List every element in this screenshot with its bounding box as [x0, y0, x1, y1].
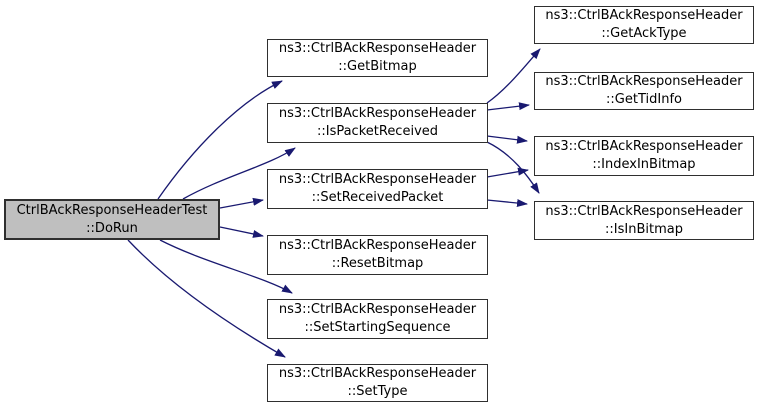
node-getbitmap-line1: ns3::CtrlBAckResponseHeader: [278, 41, 477, 56]
node-settype[interactable]: ns3::CtrlBAckResponseHeader ::SetType: [267, 364, 488, 402]
edge-dorun-ispacketreceived: [182, 147, 296, 200]
edge-dorun-setreceivedpacket: [219, 197, 264, 209]
node-ispacketreceived-line1: ns3::CtrlBAckResponseHeader: [278, 106, 477, 121]
node-settype-line2: ::SetType: [347, 384, 408, 399]
edge-ispacketreceived-indexinbitmap: [486, 135, 528, 144]
node-setstartingsequence[interactable]: ns3::CtrlBAckResponseHeader ::SetStartin…: [267, 299, 488, 339]
edge-ispacketreceived-isinbitmap: [486, 141, 540, 194]
edge-ispacketreceived-gettidinfo: [486, 102, 530, 111]
edge-dorun-settype: [127, 239, 286, 358]
node-getacktype[interactable]: ns3::CtrlBAckResponseHeader ::GetAckType: [534, 6, 754, 44]
node-indexinbitmap-line1: ns3::CtrlBAckResponseHeader: [545, 139, 743, 154]
node-getacktype-line1: ns3::CtrlBAckResponseHeader: [545, 8, 743, 23]
node-isinbitmap-line1: ns3::CtrlBAckResponseHeader: [545, 203, 743, 219]
node-setreceivedpacket-line2: ::SetReceivedPacket: [311, 190, 444, 205]
node-setstartingsequence-line1: ns3::CtrlBAckResponseHeader: [278, 302, 477, 317]
node-indexinbitmap[interactable]: ns3::CtrlBAckResponseHeader ::IndexInBit…: [534, 136, 754, 176]
node-gettidinfo-line1: ns3::CtrlBAckResponseHeader: [545, 74, 743, 89]
node-resetbitmap[interactable]: ns3::CtrlBAckResponseHeader ::ResetBitma…: [267, 235, 488, 275]
edge-setreceivedpacket-indexinbitmap: [486, 167, 529, 178]
node-setreceivedpacket[interactable]: ns3::CtrlBAckResponseHeader ::SetReceive…: [267, 169, 488, 209]
node-isinbitmap[interactable]: ns3::CtrlBAckResponseHeader ::IsInBitmap: [534, 201, 754, 240]
node-resetbitmap-line2: ::ResetBitmap: [331, 256, 424, 271]
node-setreceivedpacket-line1: ns3::CtrlBAckResponseHeader: [278, 172, 477, 187]
node-gettidinfo-line2: ::GetTidInfo: [606, 92, 682, 107]
edge-setreceivedpacket-isinbitmap: [486, 199, 528, 207]
node-dorun-line1: CtrlBAckResponseHeaderTest: [16, 202, 208, 218]
node-resetbitmap-line1: ns3::CtrlBAckResponseHeader: [278, 238, 477, 253]
edge-ispacketreceived-getacktype: [486, 48, 541, 104]
node-getbitmap[interactable]: ns3::CtrlBAckResponseHeader ::GetBitmap: [267, 39, 488, 77]
node-setstartingsequence-line2: ::SetStartingSequence: [304, 320, 451, 335]
node-dorun: CtrlBAckResponseHeaderTest ::DoRun: [4, 199, 220, 240]
edge-dorun-setstartingsequence: [159, 239, 293, 294]
node-indexinbitmap-line2: ::IndexInBitmap: [592, 157, 696, 172]
edge-dorun-getbitmap: [157, 80, 283, 200]
node-ispacketreceived-line2: ::IsPacketReceived: [316, 124, 439, 139]
node-gettidinfo[interactable]: ns3::CtrlBAckResponseHeader ::GetTidInfo: [534, 72, 754, 110]
node-getacktype-line2: ::GetAckType: [601, 26, 687, 41]
edge-dorun-resetbitmap: [219, 226, 264, 238]
node-settype-line1: ns3::CtrlBAckResponseHeader: [278, 366, 477, 381]
node-ispacketreceived[interactable]: ns3::CtrlBAckResponseHeader ::IsPacketRe…: [267, 103, 488, 143]
node-getbitmap-line2: ::GetBitmap: [338, 59, 417, 74]
node-isinbitmap-line2: ::IsInBitmap: [605, 221, 683, 237]
node-dorun-line2: ::DoRun: [86, 220, 138, 236]
